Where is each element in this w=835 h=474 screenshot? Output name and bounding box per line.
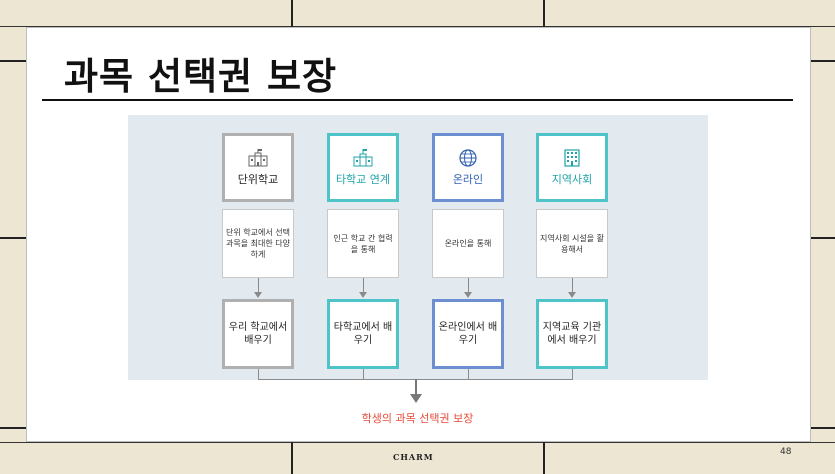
down-arrow-line	[468, 278, 469, 293]
down-arrow-head	[464, 292, 472, 298]
footer-brand: CHARM	[393, 452, 434, 462]
title-underline	[42, 99, 793, 101]
school-building-icon	[248, 148, 268, 166]
result-label: 학생의 과목 선택권 보장	[361, 412, 474, 425]
connector-stem	[258, 369, 259, 379]
column-middle-text: 지역사회 시설을 활용해서	[536, 209, 608, 278]
column-head-label: 타학교 연계	[335, 172, 391, 186]
bottom-frame	[0, 442, 835, 474]
frame-line-top	[0, 26, 835, 27]
down-arrow-line	[572, 278, 573, 293]
column-bottom-text: 타학교에서 배우기	[327, 299, 399, 369]
column-head-single-school: 단위학교	[222, 133, 294, 202]
column-bottom-text: 지역교육 기관에서 배우기	[536, 299, 608, 369]
column-bottom-text: 우리 학교에서 배우기	[222, 299, 294, 369]
frame-tick-left-2	[0, 237, 27, 239]
office-building-icon	[564, 148, 580, 167]
frame-tick-bottom-2	[543, 442, 545, 474]
frame-tick-left-1	[0, 60, 27, 62]
down-arrow-line	[363, 278, 364, 293]
top-frame	[0, 0, 835, 27]
column-head-label: 온라인	[452, 172, 484, 186]
slide-title: 과목 선택권 보장	[64, 55, 338, 98]
column-head-other-school: 타학교 연계	[327, 133, 399, 202]
column-head-online: 온라인	[432, 133, 504, 202]
frame-tick-top-1	[291, 0, 293, 27]
column-bottom-text: 온라인에서 배우기	[432, 299, 504, 369]
connector-stem	[363, 369, 364, 379]
page-number: 48	[780, 447, 792, 457]
frame-tick-bottom-1	[291, 442, 293, 474]
frame-tick-right-1	[810, 60, 835, 62]
column-middle-text: 인근 학교 간 협력을 통해	[327, 209, 399, 278]
down-arrow-head	[359, 292, 367, 298]
column-head-label: 지역사회	[551, 172, 593, 186]
diagram-panel	[128, 115, 708, 380]
result-arrow-head	[410, 394, 422, 403]
result-arrow-line	[415, 379, 417, 395]
frame-tick-right-2	[810, 237, 835, 239]
down-arrow-head	[254, 292, 262, 298]
connector-stem	[468, 369, 469, 379]
frame-tick-top-2	[543, 0, 545, 27]
school-flag-icon	[353, 148, 373, 166]
frame-line-bottom	[0, 442, 835, 443]
down-arrow-head	[568, 292, 576, 298]
frame-tick-right-3	[810, 427, 835, 429]
globe-icon	[459, 148, 477, 167]
connector-stem	[572, 369, 573, 379]
column-head-community: 지역사회	[536, 133, 608, 202]
column-middle-text: 온라인을 통해	[432, 209, 504, 278]
frame-tick-left-3	[0, 427, 27, 429]
column-head-label: 단위학교	[237, 172, 279, 186]
down-arrow-line	[258, 278, 259, 293]
column-middle-text: 단위 학교에서 선택과목을 최대한 다양하게	[222, 209, 294, 278]
